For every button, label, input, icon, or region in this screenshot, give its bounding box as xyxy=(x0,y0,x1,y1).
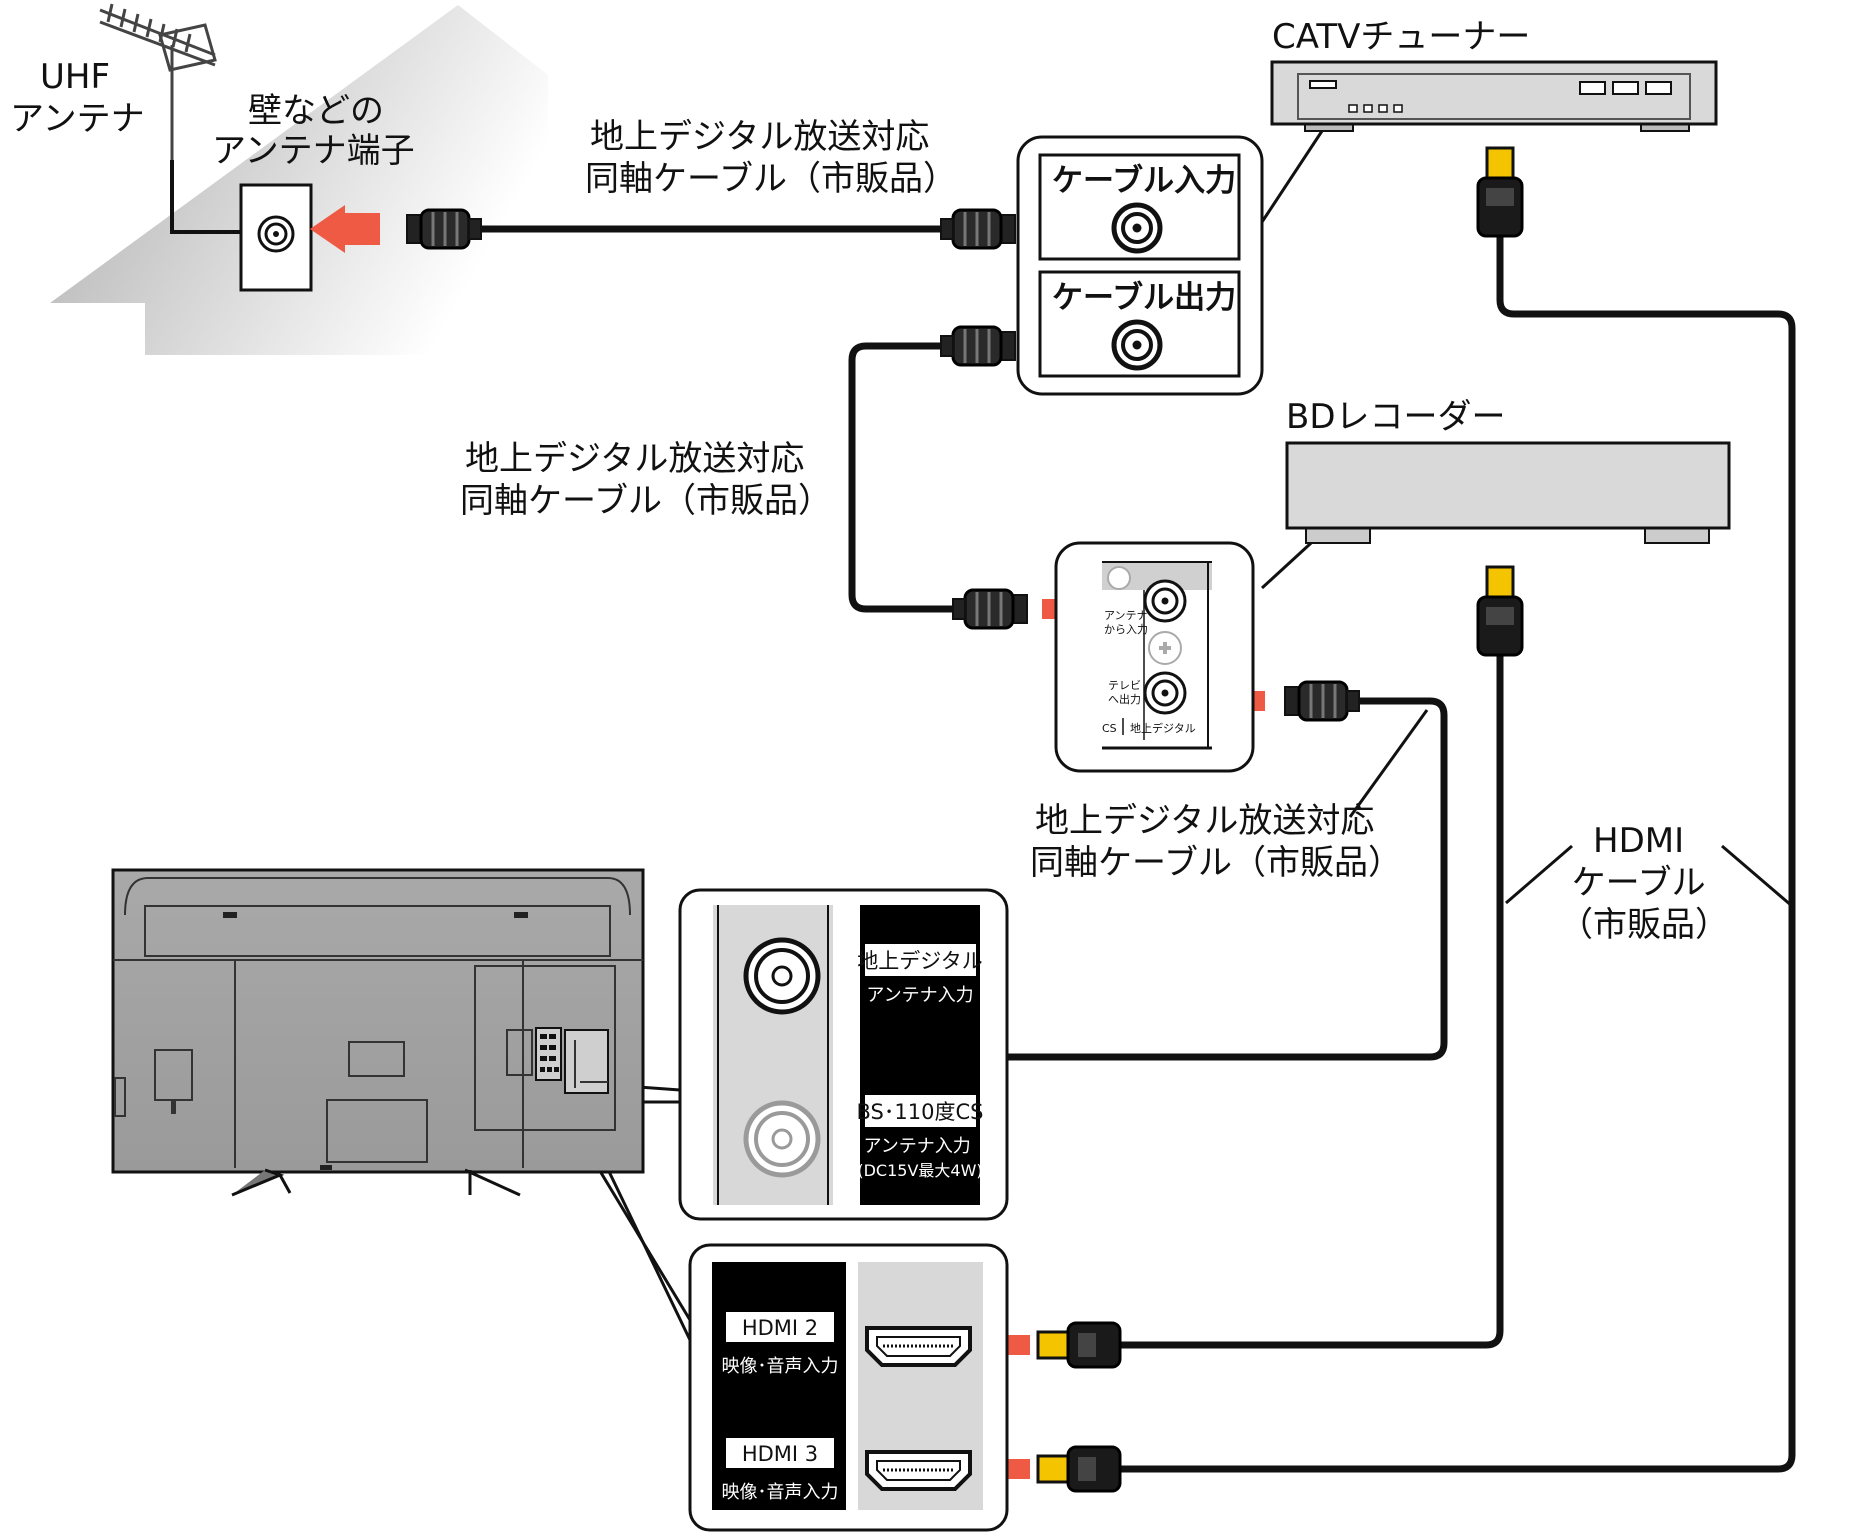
cable-out-port xyxy=(1114,322,1160,368)
hdmi3-plate: HDMI 3 xyxy=(742,1442,818,1466)
tv-terrestrial-plate: 地上デジタル xyxy=(857,949,983,973)
rec-cs-label: CS xyxy=(1102,722,1117,735)
coax-cable-label-top: 地上デジタル放送対応 同軸ケーブル（市販品） xyxy=(585,117,957,199)
cable-in-label: ケーブル入力 xyxy=(1052,163,1236,199)
hdmi-cables xyxy=(1120,235,1796,1473)
house-wall xyxy=(50,5,548,355)
rec-terrestrial-label: 地上デジタル xyxy=(1130,721,1196,735)
tv-terrestrial-sub: アンテナ入力 xyxy=(866,985,973,1006)
rec-tv-out-label: テレビ へ出力 xyxy=(1108,679,1145,706)
hdmi2-sub: 映像･音声入力 xyxy=(722,1356,839,1377)
antenna-feed-line xyxy=(170,160,242,234)
catv-tuner-device xyxy=(1270,60,1718,132)
tv-bs-sub: アンテナ入力 (DC15V最大4W) xyxy=(857,1136,982,1180)
cable-out-label: ケーブル出力 xyxy=(1052,280,1236,316)
tv-bs-plate: BS･110度CS xyxy=(857,1100,984,1124)
bd-recorder-device xyxy=(1285,441,1731,544)
cable-in-port xyxy=(1114,205,1160,251)
catv-tuner-label: CATVチューナー xyxy=(1272,17,1530,57)
hdmi3-sub: 映像･音声入力 xyxy=(722,1482,839,1503)
bd-terminal-callout xyxy=(1054,541,1255,773)
tv-antenna-callout xyxy=(678,888,1009,1221)
wall-terminal-label: 壁などの アンテナ端子 xyxy=(212,91,415,171)
tv-back-icon xyxy=(111,868,645,1197)
tv-hdmi-callout xyxy=(688,1243,1009,1532)
bd-recorder-label: BDレコーダー xyxy=(1286,397,1506,437)
coax-cable-label-bottom: 地上デジタル放送対応 同軸ケーブル（市販品） xyxy=(1030,801,1402,883)
hdmi-cable-label: HDMI ケーブル （市販品） xyxy=(1559,821,1729,945)
coax-cables xyxy=(475,225,1448,1061)
rec-antenna-in-label: アンテナ から入力 xyxy=(1104,609,1151,636)
hdmi2-plate: HDMI 2 xyxy=(742,1316,818,1340)
coax-cable-label-mid: 地上デジタル放送対応 同軸ケーブル（市販品） xyxy=(460,439,832,521)
uhf-antenna-icon xyxy=(99,3,217,160)
wall-outlet-icon xyxy=(239,183,313,292)
uhf-antenna-label: UHF アンテナ xyxy=(10,57,145,139)
